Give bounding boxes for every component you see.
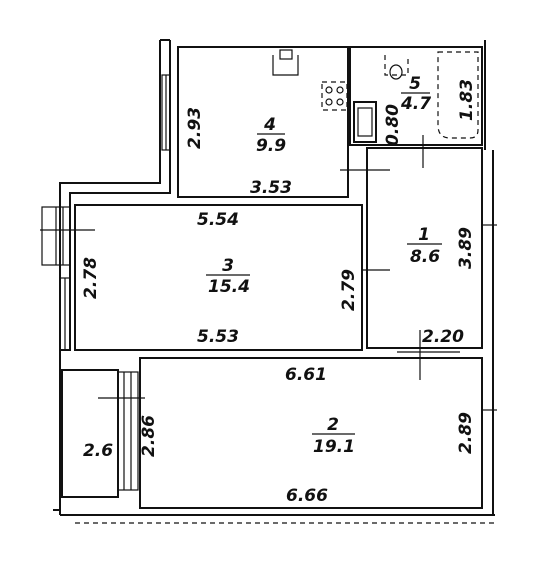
room-5-label: 5 4.7 xyxy=(400,74,431,114)
dim-room5-height: 1.83 xyxy=(457,79,477,121)
room-2-area: 19.1 xyxy=(313,437,355,457)
room-1-area: 8.6 xyxy=(410,247,440,267)
room-5-area: 4.7 xyxy=(400,94,431,114)
dim-room1-width: 2.20 xyxy=(422,327,464,347)
dim-balcony-width: 2.6 xyxy=(83,441,113,461)
room-5-outline xyxy=(349,46,483,146)
room-2-label: 2 19.1 xyxy=(312,415,355,457)
room-2-number: 2 xyxy=(327,415,339,435)
bathtub-icon xyxy=(437,51,479,139)
room-2-outline xyxy=(139,357,483,509)
room-4-number: 4 xyxy=(263,115,276,135)
sink-icon xyxy=(272,49,299,76)
dim-room3-right: 2.79 xyxy=(339,269,359,311)
room-3-outline xyxy=(74,204,363,351)
dim-room2-right: 2.89 xyxy=(456,412,476,454)
room-5-number: 5 xyxy=(409,74,421,94)
dim-room2-left: 2.86 xyxy=(139,415,159,457)
dim-room1-height: 3.89 xyxy=(456,227,476,269)
dim-room3-top: 5.54 xyxy=(197,210,239,230)
balcony-outline xyxy=(61,369,119,498)
dim-room3-bottom: 5.53 xyxy=(197,327,239,347)
stove-icon xyxy=(321,81,348,111)
dim-room3-left: 2.78 xyxy=(81,257,101,299)
dim-room2-top: 6.61 xyxy=(285,365,327,385)
room-1-label: 1 8.6 xyxy=(407,225,442,267)
dimension-labels: 3.53 2.93 1.83 0.80 5.54 5.53 2.78 2.79 … xyxy=(81,79,477,506)
windows xyxy=(40,74,171,491)
room-3-number: 3 xyxy=(222,256,234,276)
room-4-outline xyxy=(177,46,349,198)
room-4-label: 4 9.9 xyxy=(256,115,286,156)
room-3-area: 15.4 xyxy=(208,277,250,297)
dim-room4-height: 2.93 xyxy=(185,107,205,149)
room-3-label: 3 15.4 xyxy=(206,256,250,297)
dim-room5-partition: 0.80 xyxy=(383,104,403,146)
room-4-area: 9.9 xyxy=(256,136,286,156)
toilet-icon xyxy=(384,55,409,80)
door-markers xyxy=(340,135,497,411)
washing-machine-icon xyxy=(353,101,377,143)
room-1-number: 1 xyxy=(418,225,430,245)
room-1-outline xyxy=(366,147,483,349)
dim-room2-bottom: 6.66 xyxy=(286,486,328,506)
dim-room4-width: 3.53 xyxy=(250,178,292,198)
